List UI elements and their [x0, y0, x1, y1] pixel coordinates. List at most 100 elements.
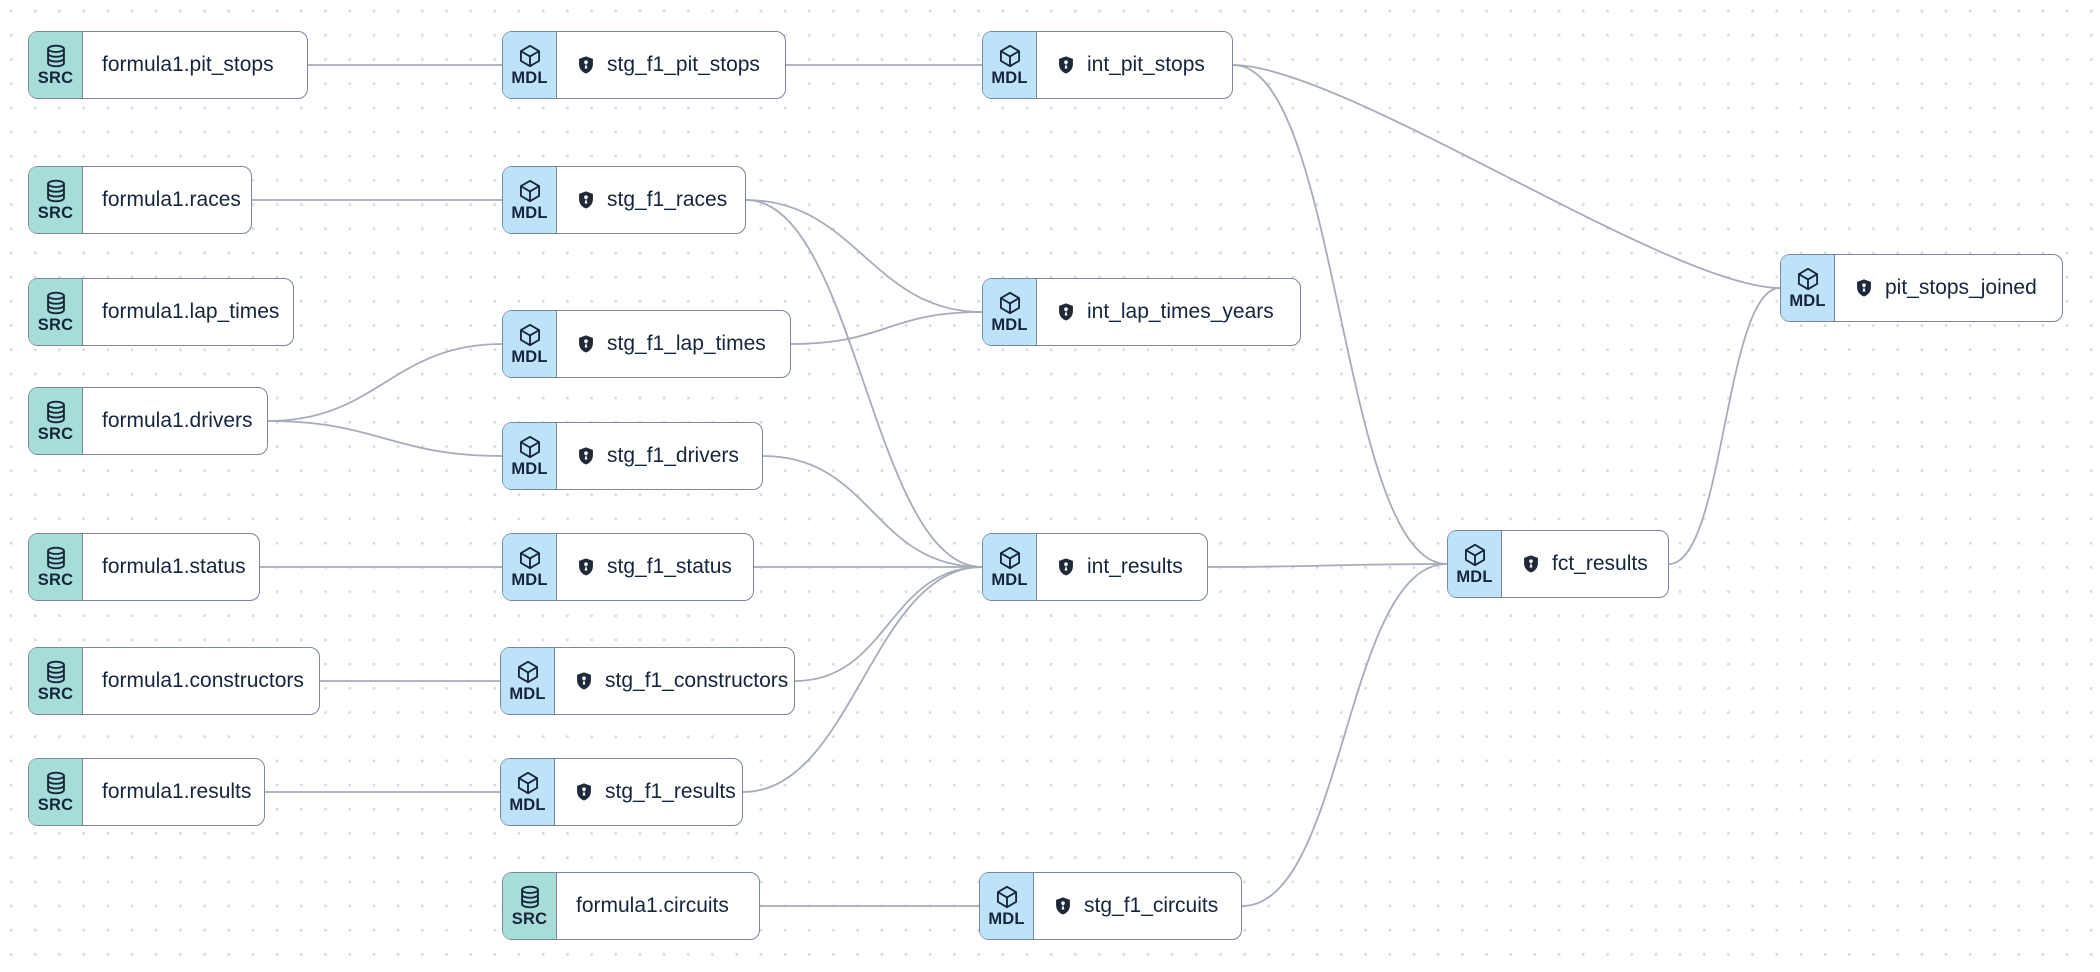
badge-label: MDL [1789, 292, 1826, 311]
node-body: formula1.circuits [557, 873, 759, 939]
src-type-badge: SRC [29, 279, 83, 345]
node-body: formula1.races [83, 167, 251, 233]
edge-int_pit_stops-to-pit_stops_joined [1232, 64, 1781, 289]
cube-icon [517, 434, 543, 460]
node-body: formula1.constructors [83, 648, 319, 714]
badge-label: MDL [509, 796, 546, 815]
cube-icon [517, 43, 543, 69]
badge-label: SRC [37, 316, 74, 335]
shield-icon [576, 334, 596, 354]
lineage-node-formula1_drivers[interactable]: SRC formula1.drivers [28, 387, 268, 455]
src-type-badge: SRC [29, 32, 83, 98]
node-label: formula1.races [102, 188, 241, 211]
cube-icon [997, 545, 1023, 571]
badge-label: MDL [511, 204, 548, 223]
shield-icon [574, 671, 594, 691]
edge-stg_f1_circuits-to-fct_results [1241, 563, 1448, 907]
lineage-node-stg_f1_circuits[interactable]: MDL stg_f1_circuits [979, 872, 1242, 940]
cube-icon [515, 770, 541, 796]
mdl-type-badge: MDL [503, 311, 557, 377]
database-icon [43, 659, 69, 685]
lineage-node-pit_stops_joined[interactable]: MDL pit_stops_joined [1780, 254, 2063, 322]
mdl-type-badge: MDL [503, 534, 557, 600]
lineage-node-formula1_races[interactable]: SRC formula1.races [28, 166, 252, 234]
node-label: formula1.constructors [102, 669, 304, 692]
node-body: pit_stops_joined [1835, 255, 2062, 321]
src-type-badge: SRC [503, 873, 557, 939]
lineage-node-formula1_circuits[interactable]: SRC formula1.circuits [502, 872, 760, 940]
edge-stg_f1_races-to-int_lap_times_years [745, 199, 983, 313]
lineage-node-stg_f1_races[interactable]: MDL stg_f1_races [502, 166, 746, 234]
shield-icon [1056, 302, 1076, 322]
badge-label: SRC [37, 571, 74, 590]
cube-icon [1462, 542, 1488, 568]
badge-label: SRC [511, 910, 548, 929]
shield-icon [1056, 557, 1076, 577]
badge-label: MDL [509, 685, 546, 704]
cube-icon [515, 659, 541, 685]
database-icon [43, 770, 69, 796]
node-body: stg_f1_status [557, 534, 753, 600]
mdl-type-badge: MDL [983, 32, 1037, 98]
badge-label: MDL [991, 316, 1028, 335]
node-label: formula1.status [102, 555, 246, 578]
node-body: stg_f1_constructors [555, 648, 794, 714]
edge-int_results-to-fct_results [1207, 563, 1448, 568]
badge-label: SRC [37, 425, 74, 444]
shield-icon [1053, 896, 1073, 916]
badge-label: MDL [991, 571, 1028, 590]
node-body: formula1.lap_times [83, 279, 293, 345]
node-label: formula1.results [102, 780, 252, 803]
lineage-node-stg_f1_status[interactable]: MDL stg_f1_status [502, 533, 754, 601]
node-label: stg_f1_status [607, 555, 732, 578]
src-type-badge: SRC [29, 534, 83, 600]
node-label: stg_f1_circuits [1084, 894, 1219, 917]
node-label: int_lap_times_years [1087, 300, 1274, 323]
badge-label: SRC [37, 796, 74, 815]
lineage-node-int_results[interactable]: MDL int_results [982, 533, 1208, 601]
node-label: stg_f1_results [605, 780, 736, 803]
node-label: stg_f1_races [607, 188, 728, 211]
lineage-node-int_pit_stops[interactable]: MDL int_pit_stops [982, 31, 1233, 99]
node-label: stg_f1_constructors [605, 669, 789, 692]
lineage-node-stg_f1_results[interactable]: MDL stg_f1_results [500, 758, 743, 826]
cube-icon [1795, 266, 1821, 292]
edge-formula1_drivers-to-stg_f1_drivers [267, 420, 503, 457]
mdl-type-badge: MDL [983, 279, 1037, 345]
edge-stg_f1_lap_times-to-int_lap_times_years [790, 311, 983, 345]
lineage-node-int_lap_times_years[interactable]: MDL int_lap_times_years [982, 278, 1301, 346]
badge-label: MDL [988, 910, 1025, 929]
edge-stg_f1_drivers-to-int_results [762, 455, 983, 568]
shield-icon [576, 446, 596, 466]
node-body: formula1.results [83, 759, 264, 825]
badge-label: SRC [37, 204, 74, 223]
node-body: int_lap_times_years [1037, 279, 1300, 345]
cube-icon [517, 545, 543, 571]
edge-stg_f1_races-to-int_results [745, 199, 983, 568]
shield-icon [576, 557, 596, 577]
cube-icon [997, 290, 1023, 316]
mdl-type-badge: MDL [1781, 255, 1835, 321]
lineage-node-formula1_lap_times[interactable]: SRC formula1.lap_times [28, 278, 294, 346]
lineage-node-stg_f1_constructors[interactable]: MDL stg_f1_constructors [500, 647, 795, 715]
mdl-type-badge: MDL [983, 534, 1037, 600]
badge-label: MDL [511, 69, 548, 88]
edge-fct_results-to-pit_stops_joined [1668, 287, 1781, 565]
node-body: int_results [1037, 534, 1207, 600]
cube-icon [997, 43, 1023, 69]
lineage-node-formula1_results[interactable]: SRC formula1.results [28, 758, 265, 826]
node-label: int_pit_stops [1087, 53, 1205, 76]
edge-stg_f1_constructors-to-int_results [794, 566, 983, 682]
mdl-type-badge: MDL [501, 648, 555, 714]
node-label: formula1.drivers [102, 409, 253, 432]
mdl-type-badge: MDL [1448, 531, 1502, 597]
lineage-node-formula1_status[interactable]: SRC formula1.status [28, 533, 260, 601]
